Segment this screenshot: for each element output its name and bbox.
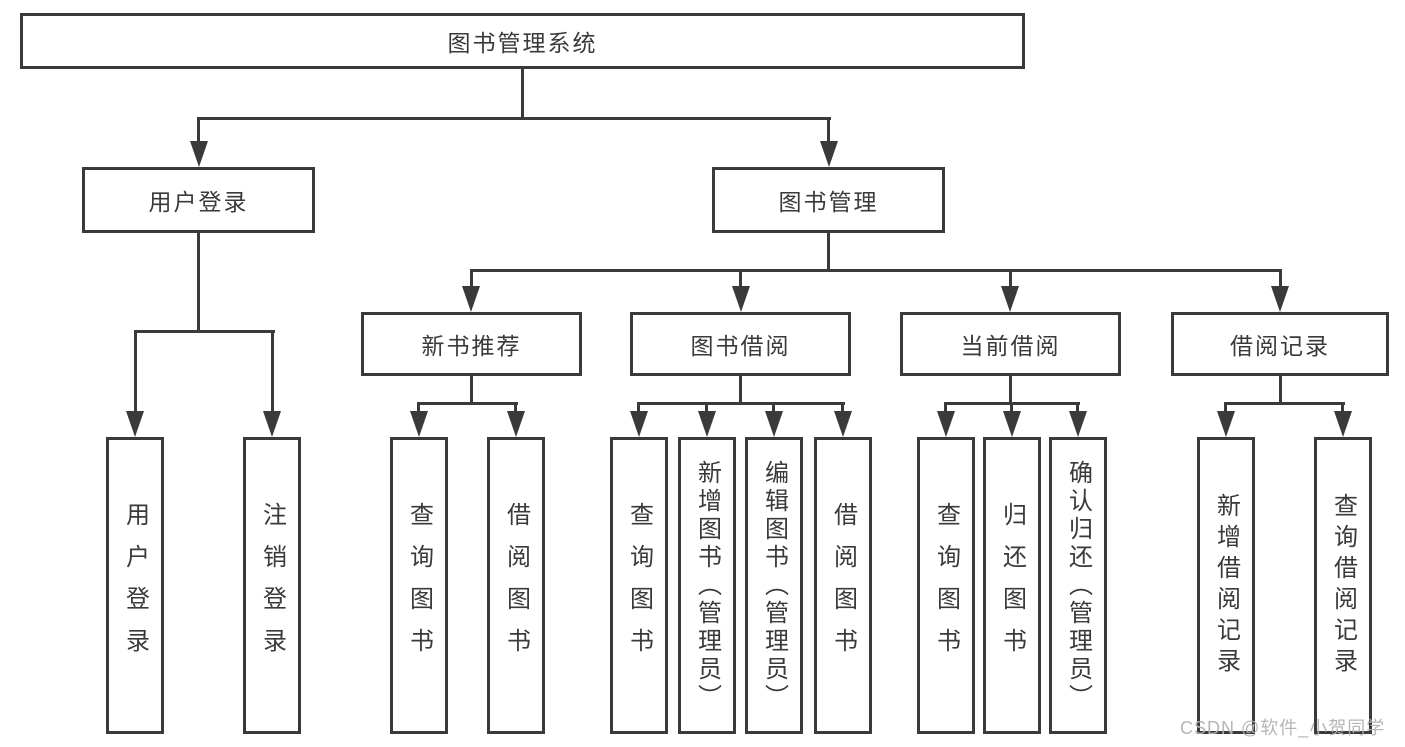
node-library-management-system: 图书管理系统	[20, 13, 1025, 69]
connector-line	[1076, 402, 1079, 412]
connector-line	[514, 402, 517, 412]
node-book-management: 图书管理	[712, 167, 945, 233]
connector-line	[197, 117, 200, 144]
arrowhead-down-icon	[263, 411, 281, 437]
connector-line	[470, 376, 473, 404]
connector-line	[1341, 402, 1344, 412]
arrowhead-down-icon	[820, 141, 838, 167]
connector-line	[271, 330, 274, 411]
connector-line	[705, 402, 708, 412]
leaf-add-borrow-record: 新增借阅记录	[1197, 437, 1255, 734]
leaf-edit-book-admin: 编辑图书（管理员）	[745, 437, 803, 734]
leaf-add-book-admin: 新增图书（管理员）	[678, 437, 736, 734]
leaf-query-borrow-record: 查询借阅记录	[1314, 437, 1372, 734]
arrowhead-down-icon	[1334, 411, 1352, 437]
arrowhead-down-icon	[507, 411, 525, 437]
connector-line	[739, 376, 742, 404]
arrowhead-down-icon	[462, 286, 480, 312]
arrowhead-down-icon	[1271, 286, 1289, 312]
connector-line	[197, 117, 831, 120]
arrowhead-down-icon	[410, 411, 428, 437]
node-book-borrowing: 图书借阅	[630, 312, 851, 376]
leaf-borrow-books-recommend: 借阅图书	[487, 437, 545, 734]
connector-line	[637, 402, 845, 405]
connector-line	[470, 269, 473, 286]
leaf-query-books-recommend: 查询图书	[390, 437, 448, 734]
node-user-login: 用户登录	[82, 167, 315, 233]
arrowhead-down-icon	[1001, 286, 1019, 312]
connector-line	[417, 402, 518, 405]
arrowhead-down-icon	[190, 141, 208, 167]
connector-line	[1224, 402, 1345, 405]
connector-line	[134, 330, 137, 411]
arrowhead-down-icon	[1003, 411, 1021, 437]
connector-line	[827, 117, 830, 144]
leaf-query-books-current: 查询图书	[917, 437, 975, 734]
leaf-user-login: 用户登录	[106, 437, 164, 734]
connector-line	[197, 233, 200, 333]
csdn-watermark: CSDN @软件_小贺同学	[1180, 718, 1386, 738]
connector-line	[1279, 269, 1282, 286]
connector-line	[772, 402, 775, 412]
connector-line	[521, 69, 524, 120]
arrowhead-down-icon	[834, 411, 852, 437]
connector-line	[417, 402, 420, 412]
node-current-borrowing: 当前借阅	[900, 312, 1121, 376]
arrowhead-down-icon	[1217, 411, 1235, 437]
connector-line	[1009, 376, 1012, 404]
leaf-return-books: 归还图书	[983, 437, 1041, 734]
arrowhead-down-icon	[765, 411, 783, 437]
leaf-confirm-return-admin: 确认归还（管理员）	[1049, 437, 1107, 734]
node-borrowing-records: 借阅记录	[1171, 312, 1389, 376]
leaf-borrow-books-borrowing: 借阅图书	[814, 437, 872, 734]
connector-line	[1224, 402, 1227, 412]
arrowhead-down-icon	[698, 411, 716, 437]
arrowhead-down-icon	[630, 411, 648, 437]
connector-line	[1279, 376, 1282, 404]
connector-line	[739, 269, 742, 286]
connector-line	[470, 269, 1282, 272]
connector-line	[134, 330, 275, 333]
arrowhead-down-icon	[1069, 411, 1087, 437]
leaf-query-books-borrowing: 查询图书	[610, 437, 668, 734]
arrowhead-down-icon	[937, 411, 955, 437]
arrowhead-down-icon	[732, 286, 750, 312]
connector-line	[944, 402, 947, 412]
connector-line	[1009, 269, 1012, 286]
connector-line	[1010, 402, 1013, 412]
connector-line	[827, 233, 830, 272]
leaf-logout: 注销登录	[243, 437, 301, 734]
node-new-book-recommendation: 新书推荐	[361, 312, 582, 376]
connector-line	[637, 402, 640, 412]
connector-line	[841, 402, 844, 412]
arrowhead-down-icon	[126, 411, 144, 437]
